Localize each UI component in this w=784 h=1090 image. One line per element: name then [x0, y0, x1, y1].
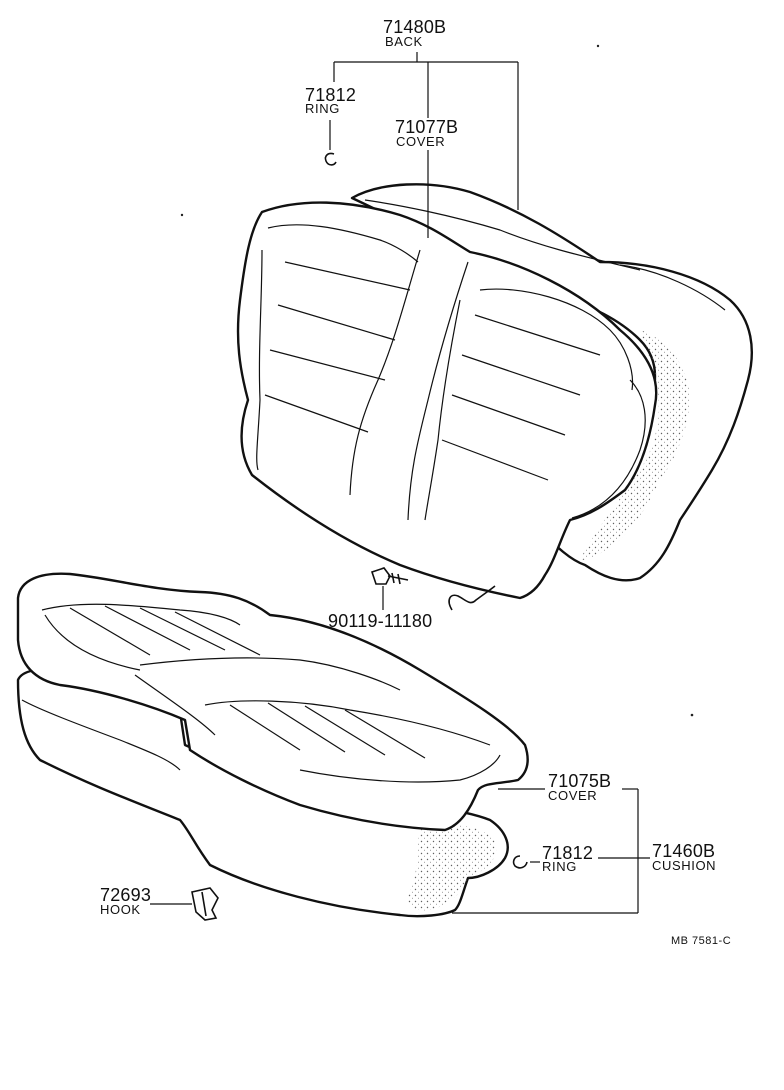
label-ring-top-part-no: 71812: [305, 85, 357, 105]
label-cushion-part-no: 71460B: [652, 841, 716, 861]
label-back-cover-name: COVER: [396, 134, 446, 149]
diagram-id: MB 7581-C: [671, 935, 732, 947]
wire-hook-icon: [448, 585, 496, 611]
hook-icon: [191, 887, 219, 921]
seat-back-cover: [236, 201, 658, 600]
seat-back-frame: [350, 183, 753, 582]
label-ring-top-name: RING: [305, 101, 340, 116]
label-back-cover-part-no: 71077B: [395, 117, 459, 137]
label-ring-bottom-name: RING: [542, 859, 577, 874]
label-cushion-cover-name: COVER: [548, 788, 598, 803]
label-cushion-name: CUSHION: [652, 858, 717, 873]
label-ring-bottom-part-no: 71812: [542, 843, 594, 863]
leader-lines: [150, 52, 650, 914]
seat-cushion-cover: [16, 572, 529, 832]
ring-icon-top: [324, 152, 337, 166]
seat-cushion-base: [16, 668, 509, 918]
label-back-name: BACK: [385, 34, 423, 49]
label-cushion-cover-part-no: 71075B: [548, 771, 612, 791]
label-back-part-no: 71480B: [383, 17, 447, 37]
label-bolt-part-no: 90119-11180: [328, 611, 433, 631]
label-hook-name: HOOK: [100, 902, 141, 917]
bolt-icon: [370, 567, 409, 585]
ring-icon-bottom: [512, 855, 528, 869]
label-hook-part-no: 72693: [100, 885, 152, 905]
